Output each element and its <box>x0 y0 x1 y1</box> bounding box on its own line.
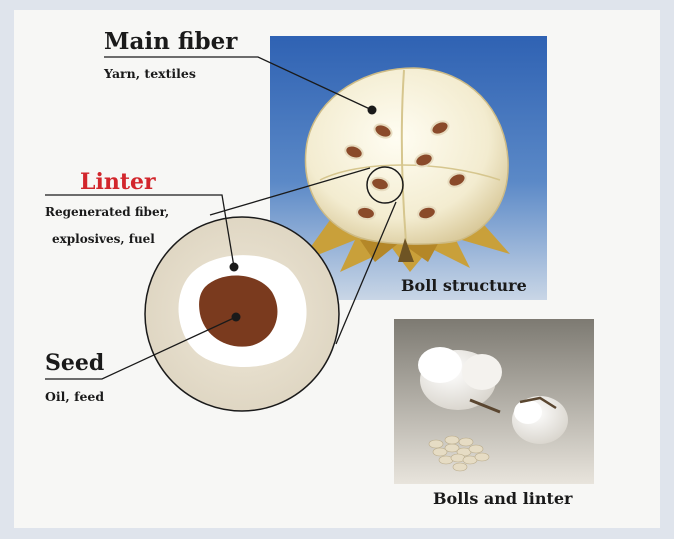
main-fiber-title: Main fiber <box>104 28 237 55</box>
seed-uses: Oil, feed <box>45 389 104 404</box>
magnified-seed-circle <box>145 217 339 411</box>
boll-structure-caption: Boll structure <box>401 276 527 295</box>
seed-dot <box>232 313 241 322</box>
main-fiber-dot <box>368 106 377 115</box>
main-fiber-uses: Yarn, textiles <box>104 66 196 81</box>
linter-uses-line2: explosives, fuel <box>52 232 155 246</box>
linter-title: Linter <box>80 169 156 195</box>
linter-dot <box>230 263 239 272</box>
bolls-and-linter-caption: Bolls and linter <box>433 489 572 508</box>
seed-title: Seed <box>45 350 104 376</box>
linter-uses-line1: Regenerated fiber, <box>45 205 169 219</box>
bolls-and-linter-photo <box>394 319 594 484</box>
